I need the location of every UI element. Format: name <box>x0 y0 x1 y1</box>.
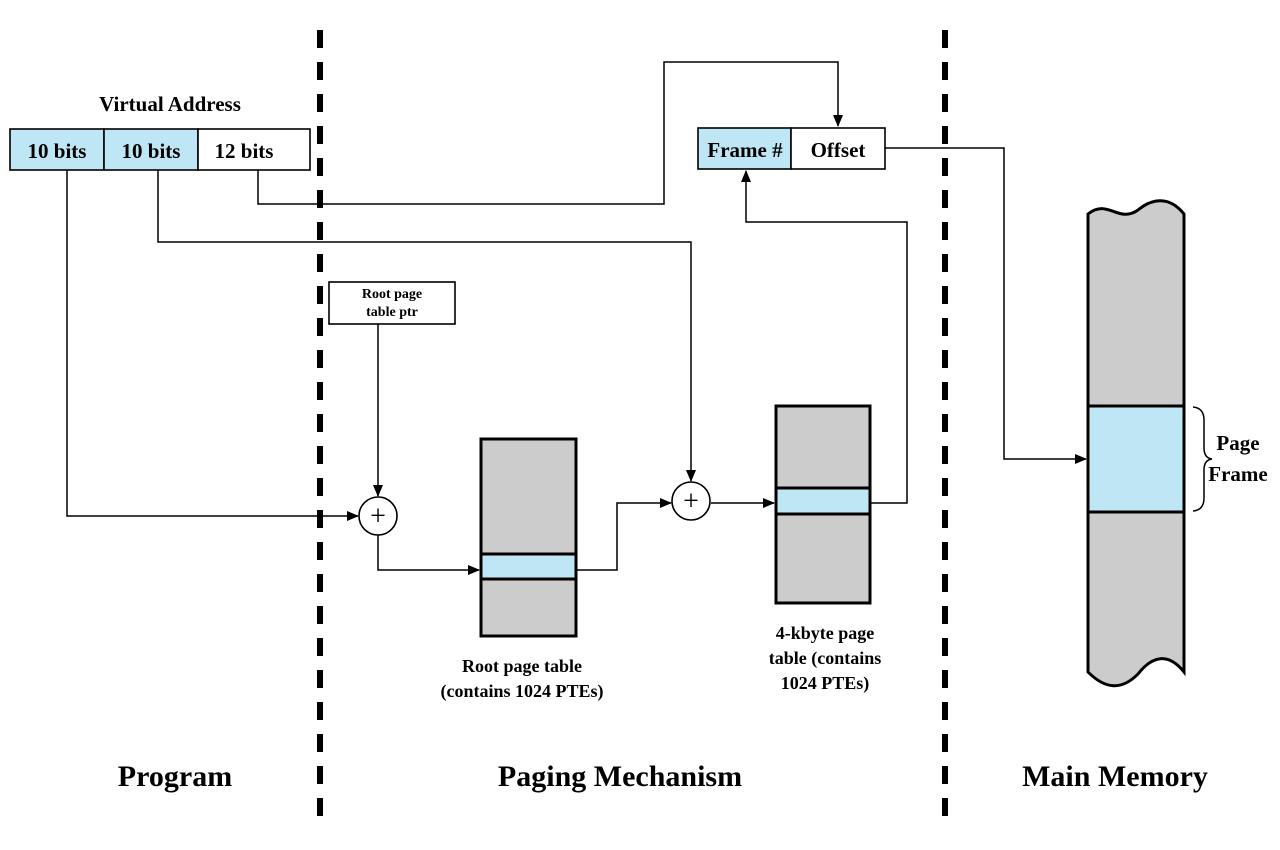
va-field-table-label: 10 bits <box>122 139 181 163</box>
root-ptr-line2: table ptr <box>366 305 418 320</box>
wire-root-table-to-adder <box>576 498 672 571</box>
page-table-adder: + <box>671 481 711 521</box>
wire-offset-bits-to-offset <box>257 61 843 205</box>
region-label-paging-mechanism: Paging Mechanism <box>498 760 742 793</box>
pa-frame-label: Frame # <box>707 138 783 162</box>
pa-offset-label: Offset <box>811 138 866 162</box>
root-ptr-line1: Root page <box>362 287 422 302</box>
root-table-body <box>479 437 578 638</box>
page-table-adder-symbol: + <box>683 486 699 517</box>
root-table-entry <box>479 552 578 581</box>
physical-address: Frame # Offset <box>697 127 886 170</box>
root-adder-symbol: + <box>370 501 386 532</box>
pa-offset-box <box>790 127 886 170</box>
va-field-dir-label: 10 bits <box>28 139 87 163</box>
second-level-page-table <box>774 404 872 605</box>
root-adder: + <box>358 496 398 536</box>
page-table-caption-line3: 1024 PTEs) <box>781 673 870 694</box>
wire-root-adder-to-root-table <box>377 535 480 575</box>
va-field-offset-label: 12 bits <box>215 139 274 163</box>
region-label-main-memory: Main Memory <box>1022 760 1208 793</box>
page-frame-block <box>1086 404 1186 514</box>
root-table-caption-line2: (contains 1024 PTEs) <box>440 681 603 702</box>
root-page-table-ptr: Root page table ptr <box>328 281 456 325</box>
page-frame-label-line1: Page <box>1216 431 1259 455</box>
root-page-table <box>479 437 578 638</box>
root-ptr-box <box>328 281 456 325</box>
va-field-offset-box <box>197 128 311 171</box>
page-table-caption-line1: 4-kbyte page <box>776 623 875 643</box>
page-frame-label-line2: Frame <box>1208 462 1267 486</box>
va-field-dir-box <box>9 128 105 171</box>
va-field-table-box <box>103 128 199 171</box>
wire-page-table-to-frame <box>741 170 908 504</box>
region-label-program: Program <box>118 760 232 793</box>
virtual-address-title: Virtual Address <box>99 92 241 116</box>
root-table-caption-line1: Root page table <box>462 656 582 676</box>
wire-offset-to-page-frame <box>885 147 1087 464</box>
main-memory: Page Frame <box>1086 199 1268 688</box>
connections <box>66 61 1087 575</box>
wire-table-bits-to-adder <box>157 170 696 482</box>
virtual-address-fields: 10 bits 10 bits 12 bits <box>9 128 311 171</box>
page-table-caption-line2: table (contains <box>769 648 882 669</box>
page-frame-brace <box>1192 406 1213 512</box>
wire-dir-bits-to-root-adder <box>66 170 359 521</box>
page-table-entry <box>774 486 872 516</box>
